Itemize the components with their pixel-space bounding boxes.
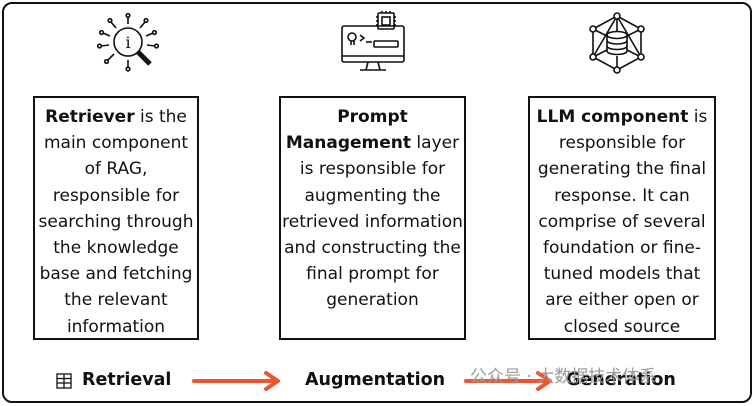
- stage-generation: Generation: [566, 370, 676, 390]
- arrow-augmentation-to-generation: [464, 371, 552, 391]
- diagram-frame: [2, 2, 752, 403]
- llm-component-box-text: is responsible for generating the final …: [537, 107, 708, 337]
- database-mini-icon: [56, 373, 72, 389]
- prompt-management-box-text: layer is responsible for augmenting the …: [282, 133, 463, 311]
- retriever-box-text: is the main component of RAG, responsibl…: [38, 107, 194, 337]
- stage-retrieval: Retrieval: [82, 370, 172, 390]
- prompt-management-box-bold: Prompt Management: [285, 107, 412, 154]
- monitor-code-icon: [341, 11, 405, 71]
- llm-component-box: LLM component is responsible for generat…: [528, 96, 716, 340]
- retriever-box-bold: Retriever: [45, 107, 135, 127]
- svg-text:i: i: [125, 33, 130, 52]
- watermark: 公众号 · 大数据技术体系: [470, 367, 657, 387]
- retriever-box: Retriever is the main component of RAG, …: [33, 96, 199, 340]
- stage-augmentation: Augmentation: [305, 370, 446, 390]
- prompt-management-box: Prompt Management layer is responsible f…: [279, 96, 466, 340]
- network-database-icon: [589, 12, 645, 74]
- llm-component-box-bold: LLM component: [536, 107, 689, 127]
- arrow-retrieval-to-augmentation: [192, 371, 280, 391]
- info-search-icon: i: [96, 12, 160, 72]
